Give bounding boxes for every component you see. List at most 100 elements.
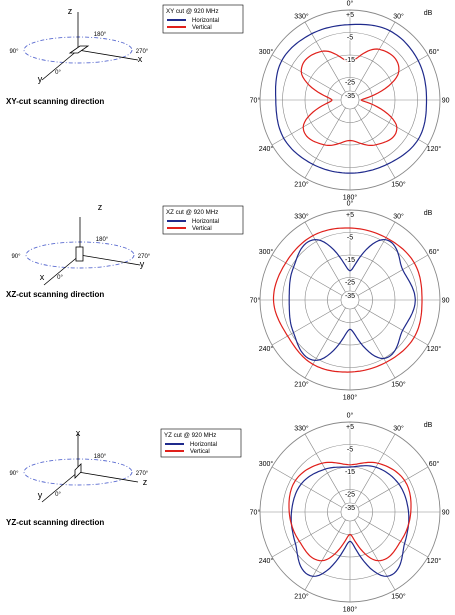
xz-diagram-angle: 270° (138, 254, 151, 260)
yz-legend-label: Vertical (190, 449, 210, 455)
xy-angle-tick: 240° (259, 145, 274, 153)
yz-angle-tick: 60° (429, 460, 440, 468)
xy-axis-letter: z (68, 6, 73, 16)
yz-angle-tick: 300° (259, 460, 274, 468)
xz-angle-tick: 300° (259, 248, 274, 256)
yz-angle-tick: 0° (347, 412, 354, 420)
xz-angle-tick: 180° (343, 394, 358, 401)
yz-diagram-angle: 90° (9, 471, 19, 477)
yz-radial-tick: -15 (345, 469, 355, 476)
xy-axis-letter: x (138, 54, 143, 64)
xy-angle-tick: 270° (250, 97, 260, 105)
xy-angle-tick: 30° (393, 12, 404, 20)
xy-legend-title: XY cut @ 920 MHz (166, 8, 219, 15)
xy-grid-spoke (271, 54, 343, 96)
xz-grid-spoke (304, 307, 346, 379)
xz-grid-spoke (271, 254, 343, 296)
xz-angle-tick: 150° (391, 381, 406, 389)
xy-radial-tick: +5 (346, 12, 354, 19)
yz-device-icon (74, 463, 82, 479)
xz-angle-tick: 120° (427, 345, 442, 353)
xz-legend-label: Vertical (192, 226, 212, 232)
xz-grid-spoke (357, 304, 429, 346)
xz-unit-label: dB (424, 210, 433, 217)
xz-angle-tick: 270° (250, 297, 260, 305)
xy-angle-tick: 0° (347, 0, 354, 8)
xy-radial-tick: -25 (345, 80, 355, 87)
yz-radial-tick: -25 (345, 492, 355, 499)
xz-angle-tick: 330° (294, 212, 309, 220)
xz-grid-spoke (354, 307, 396, 379)
xy-series-vertical (300, 48, 400, 146)
xz-caption: XZ-cut scanning direction (6, 290, 105, 299)
xz-axis-letter: z (98, 205, 103, 212)
xy-legend-label: Vertical (192, 25, 212, 31)
xy-diagram-angle: 180° (94, 32, 107, 38)
yz-angle-tick: 180° (343, 606, 358, 613)
xz-radial-tick: -15 (345, 257, 355, 264)
xy-axis-letter: y (38, 74, 43, 84)
xz-grid-spoke (357, 254, 429, 296)
yz-angle-tick: 270° (250, 509, 260, 517)
xy-diagram-angle: 0° (55, 70, 61, 76)
xz-diagram-angle: 180° (96, 237, 109, 243)
yz-grid-spoke (354, 519, 396, 591)
xy-grid-spoke (357, 104, 429, 146)
xy-radial-tick: -15 (345, 57, 355, 64)
xy-unit-label: dB (424, 10, 433, 17)
xz-angle-tick: 30° (393, 212, 404, 220)
yz-axis-line (41, 471, 79, 503)
yz-angle-tick: 120° (427, 557, 442, 565)
yz-caption: YZ-cut scanning direction (6, 518, 105, 527)
xy-series-horizontal (275, 23, 428, 174)
xy-cut-section: z x y 180° 90° 270° 0° XY-cut scanning directi… (0, 0, 455, 205)
xy-device-icon (68, 45, 90, 54)
xz-series-horizontal (288, 238, 416, 362)
xz-angle-tick: 90° (442, 297, 450, 305)
yz-angle-tick: 90° (442, 509, 450, 517)
yz-axis-letter: x (76, 428, 81, 438)
yz-axis-line (77, 471, 139, 483)
xy-axis-line (41, 49, 79, 81)
xy-angle-tick: 120° (427, 145, 442, 153)
yz-grid-spoke (304, 519, 346, 591)
xz-legend-title: XZ cut @ 920 MHz (166, 209, 218, 216)
yz-unit-label: dB (424, 422, 433, 429)
yz-grid-spoke (357, 516, 429, 558)
xz-grid-spoke (304, 221, 346, 293)
xz-grid-spoke (354, 221, 396, 293)
xy-grid-spoke (354, 21, 396, 93)
xz-radial-tick: -35 (345, 293, 355, 300)
xy-angle-tick: 300° (259, 48, 274, 56)
yz-grid-spoke (271, 466, 343, 508)
xy-angle-tick: 90° (442, 97, 450, 105)
yz-grid-spoke (357, 466, 429, 508)
xz-series-vertical (272, 227, 423, 373)
xy-caption: XY-cut scanning direction (6, 97, 105, 106)
xy-grid-spoke (271, 104, 343, 146)
yz-angle-tick: 330° (294, 424, 309, 432)
xz-radial-tick: +5 (346, 212, 354, 219)
yz-polar-chart: +5-5-15-25-350°30°60°90°120°150°180°210°… (250, 412, 450, 612)
xz-legend-label: Horizontal (192, 219, 219, 225)
xy-grid-spoke (357, 54, 429, 96)
xy-angle-tick: 210° (294, 181, 309, 189)
xy-angle-tick: 330° (294, 12, 309, 20)
yz-diagram-angle: 270° (136, 471, 149, 477)
yz-legend-title: YZ cut @ 920 MHz (164, 432, 216, 439)
xz-polar-chart: +5-5-15-25-350°30°60°90°120°150°180°210°… (250, 200, 450, 400)
yz-angle-tick: 30° (393, 424, 404, 432)
yz-angle-tick: 240° (259, 557, 274, 565)
yz-grid-spoke (271, 516, 343, 558)
xz-angle-tick: 240° (259, 345, 274, 353)
yz-radial-tick: +5 (346, 424, 354, 431)
xy-radial-tick: -5 (347, 35, 353, 42)
yz-angle-tick: 210° (294, 593, 309, 601)
yz-series-vertical (288, 461, 412, 562)
